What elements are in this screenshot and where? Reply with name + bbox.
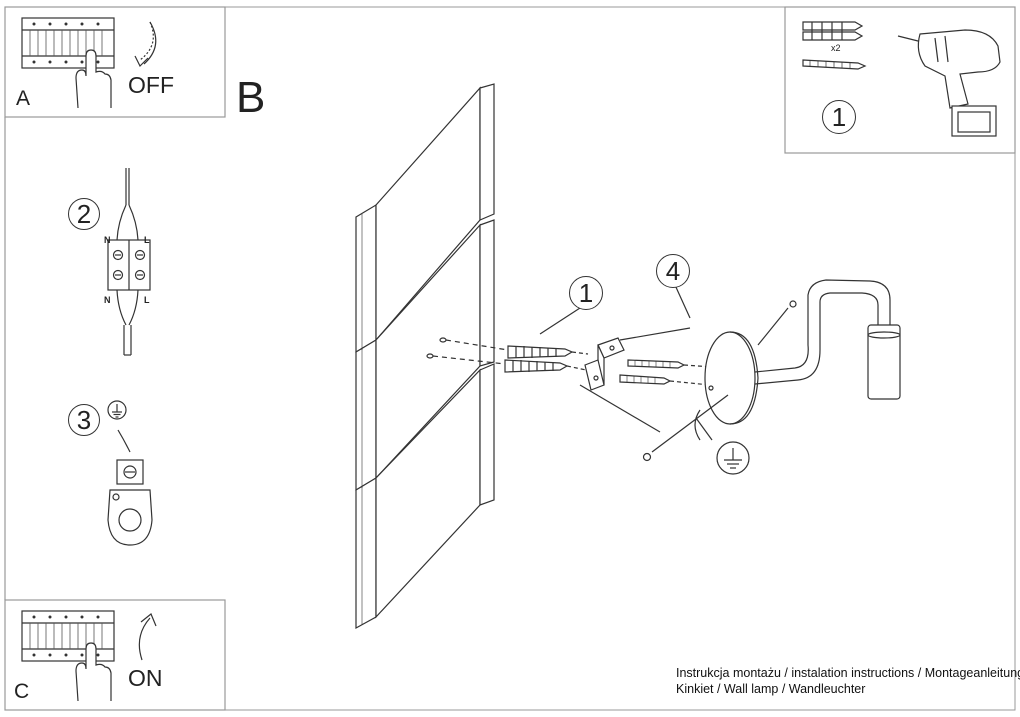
wall-plug-icon: [504, 345, 589, 373]
panel-a-letter: A: [16, 87, 31, 110]
ground-symbol-icon: [716, 441, 750, 475]
hand-icon: [75, 642, 112, 702]
panel-c-frame: [4, 599, 226, 711]
terminal-label-n-bottom: N: [104, 295, 111, 305]
footer-product-name: Kinkiet / Wall lamp / Wandleuchter: [676, 682, 866, 696]
panel-c-letter: C: [14, 680, 30, 703]
mounting-bracket-icon: [579, 327, 691, 433]
footer-instructions-title: Instrukcja montażu / instalation instruc…: [676, 666, 1020, 680]
ground-bracket-icon: [107, 400, 153, 546]
ground-step-badge: 3: [68, 404, 100, 436]
wiring-step-badge: 2: [68, 198, 100, 230]
on-label: ON: [128, 665, 163, 691]
arrow-down-icon: [134, 21, 157, 68]
wall-icon: [355, 83, 495, 630]
wiring-step-number: 2: [76, 198, 92, 229]
hand-icon: [75, 49, 112, 109]
anchors-step-number: 1: [578, 277, 594, 308]
tools-panel-frame: [784, 6, 1016, 154]
wall-plugs-tool-icon: [802, 21, 867, 70]
panel-a-frame: [4, 6, 226, 118]
off-label: OFF: [128, 72, 174, 98]
lamp-icon: [694, 279, 901, 441]
terminal-label-l-bottom: L: [144, 295, 150, 305]
anchors-step-badge: 1: [569, 276, 603, 310]
terminal-block-icon: [107, 168, 151, 356]
tools-step-badge: 1: [822, 100, 856, 134]
cover-screw-icon: [539, 284, 797, 462]
breaker-box-icon: [21, 17, 115, 69]
lamp-step-badge: 4: [656, 254, 690, 288]
drill-icon: [897, 29, 1001, 137]
terminal-label-n-top: N: [104, 235, 111, 245]
ground-step-number: 3: [76, 404, 92, 435]
breaker-box-icon: [21, 610, 115, 662]
screw-icon: [619, 359, 713, 386]
arrow-up-icon: [138, 613, 157, 661]
panel-b-letter: B: [236, 73, 266, 122]
tools-step-number: 1: [831, 101, 847, 132]
terminal-label-l-top: L: [144, 235, 150, 245]
plugs-quantity-label: x2: [831, 43, 841, 53]
lamp-step-number: 4: [665, 255, 681, 286]
drill-holes-icon: [426, 337, 509, 365]
